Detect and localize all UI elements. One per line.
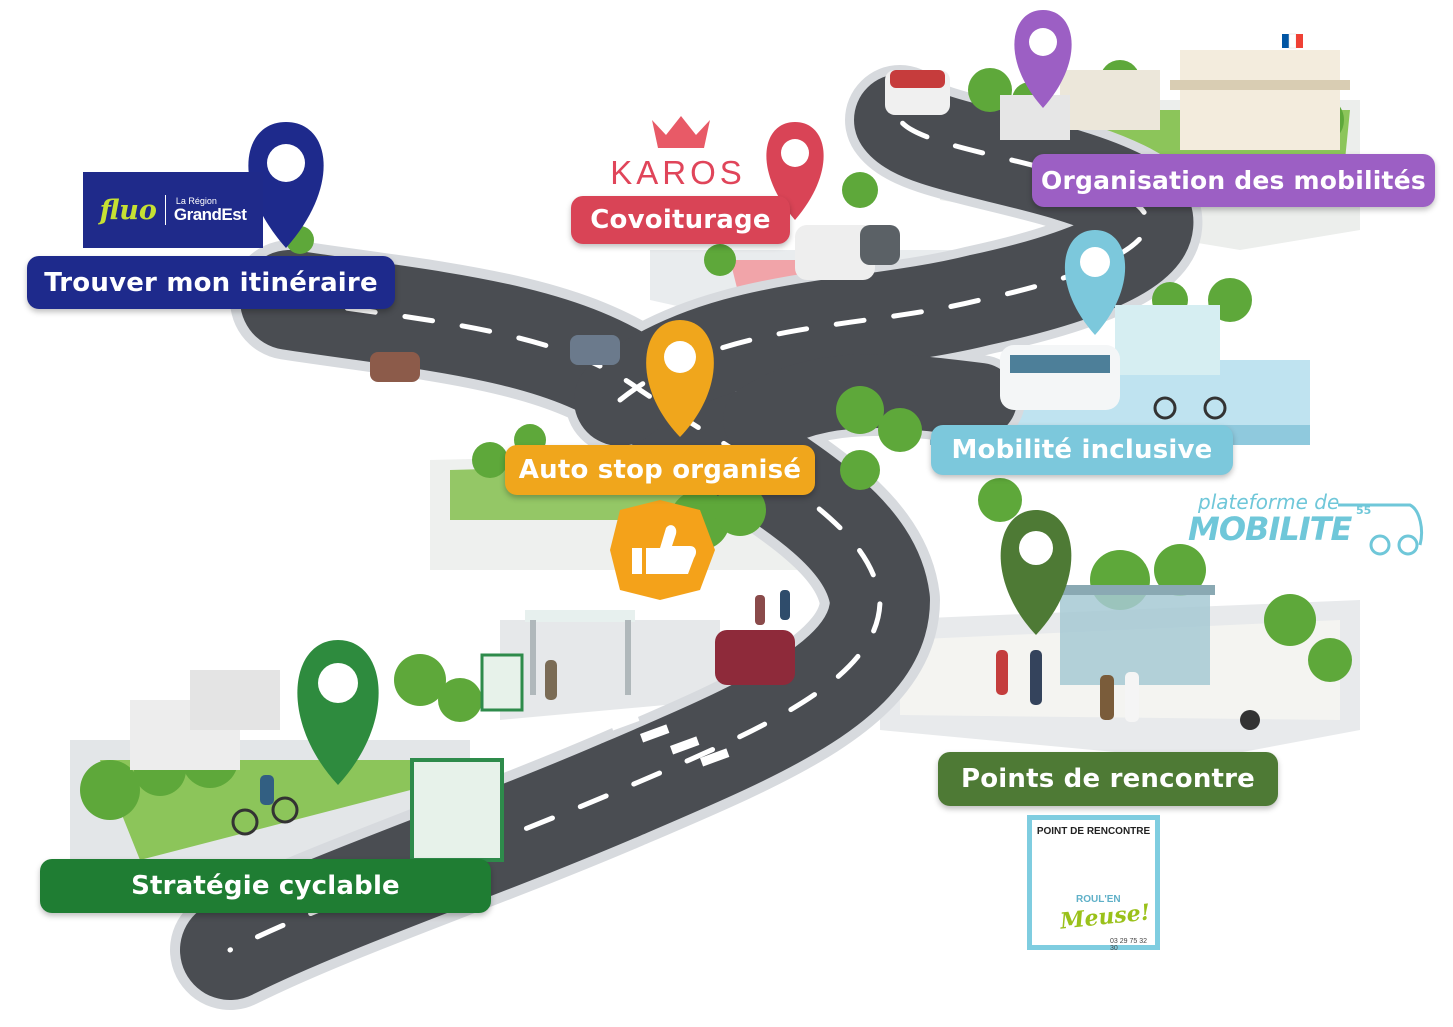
map-pin-icon (766, 122, 824, 220)
road-signs (410, 500, 715, 862)
label-points-de-rencontre[interactable]: Points de rencontre (938, 752, 1278, 806)
map-pin-icon (1000, 510, 1072, 635)
plateforme-top-text: plateforme de (1198, 490, 1340, 514)
map-pin-icon (1014, 10, 1072, 108)
label-covoiturage[interactable]: Covoiturage (571, 196, 790, 244)
point-de-rencontre-sign: POINT DE RENCONTRE ROUL'EN Meuse! 03 29 … (1027, 815, 1160, 952)
logo-separator (164, 195, 166, 225)
people (260, 590, 1139, 805)
karos-wordmark: KAROS (610, 154, 746, 191)
sign-phone: 03 29 75 32 30 (1110, 938, 1147, 952)
label-auto-stop-organise[interactable]: Auto stop organisé (505, 445, 815, 495)
map-pin-icon (248, 122, 324, 248)
map-pin-icon (1064, 230, 1126, 335)
sign-roul-text: ROUL'EN (1076, 894, 1121, 905)
map-pin-icon (646, 320, 714, 437)
plateforme-mobilite-logo: plateforme de MOBILITE 55 (1186, 490, 1426, 555)
bicycle-icon (1338, 503, 1424, 556)
plateforme-number: 55 (1356, 504, 1372, 517)
french-flag-icon (1282, 33, 1303, 49)
sign-meuse-text: Meuse! (1058, 899, 1152, 935)
karos-logo: KAROS (603, 116, 753, 196)
buildings (130, 50, 1350, 770)
fluo-grandest-logo: fluo La Région GrandEst (83, 172, 263, 248)
thumbs-up-icon (632, 525, 697, 574)
crown-icon (652, 116, 710, 148)
region-small-text: La Région (175, 196, 217, 206)
label-trouver-itineraire[interactable]: Trouver mon itinéraire (27, 256, 395, 309)
region-big-text: GrandEst (173, 205, 247, 224)
label-organisation-mobilites[interactable]: Organisation des mobilités (1032, 154, 1435, 207)
sign-title: POINT DE RENCONTRE (1036, 826, 1151, 837)
map-pin-icon (297, 640, 379, 785)
vehicles (231, 70, 1260, 836)
region-logo: La Région GrandEst (173, 196, 247, 224)
label-mobilite-inclusive[interactable]: Mobilité inclusive (931, 425, 1233, 475)
fluo-brand: fluo (99, 194, 157, 226)
plateforme-main-text: MOBILITE (1188, 510, 1352, 548)
crosswalk (610, 712, 730, 767)
label-strategie-cyclable[interactable]: Stratégie cyclable (40, 859, 491, 913)
